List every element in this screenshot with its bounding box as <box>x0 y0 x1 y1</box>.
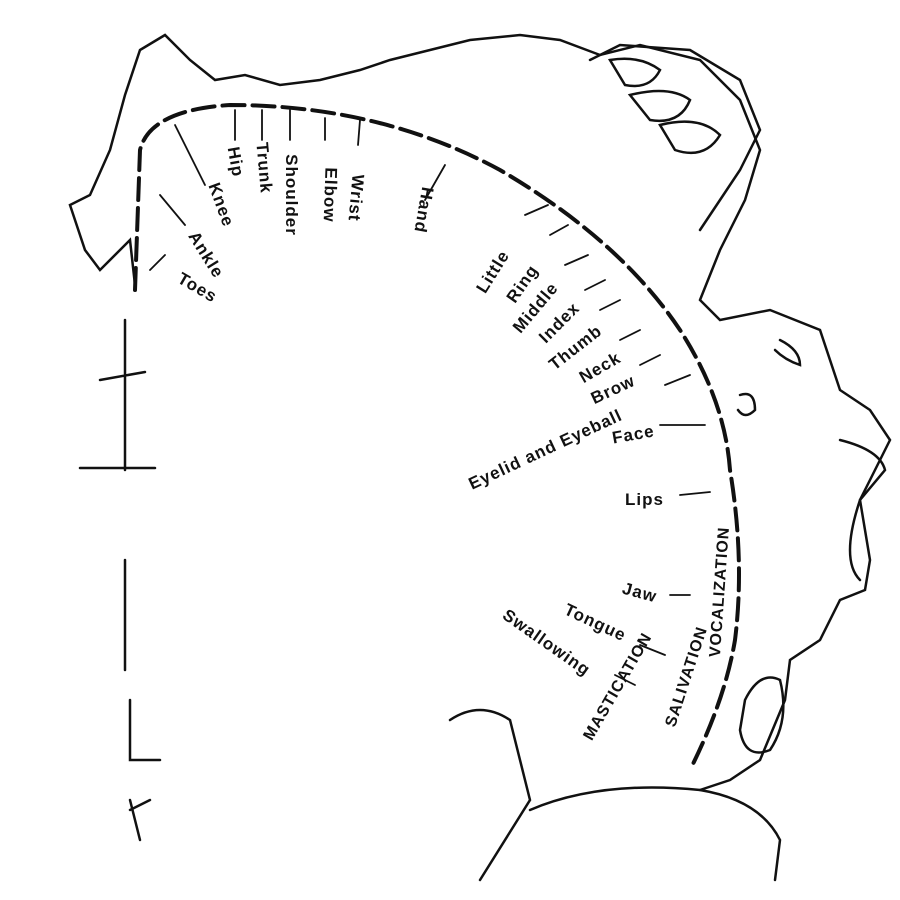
body-outline <box>68 33 892 792</box>
sulcus-lower-2 <box>528 786 782 882</box>
leader-lines <box>149 109 711 686</box>
label-lips: Lips <box>625 490 664 509</box>
hand-outline <box>588 43 762 232</box>
label-elbow: Elbow <box>319 167 341 223</box>
finger-1 <box>607 57 662 88</box>
finger-2 <box>627 89 692 123</box>
throat-oval <box>738 676 785 754</box>
eye <box>773 338 802 367</box>
label-shoulder: Shoulder <box>281 154 301 236</box>
ear <box>736 392 757 417</box>
left-fissure <box>78 318 162 842</box>
cortex-dashed-line <box>133 102 741 772</box>
mouth <box>838 438 887 582</box>
sulcus-lower <box>448 708 532 882</box>
label-wrist: Wrist <box>344 173 368 223</box>
finger-3 <box>658 120 722 155</box>
